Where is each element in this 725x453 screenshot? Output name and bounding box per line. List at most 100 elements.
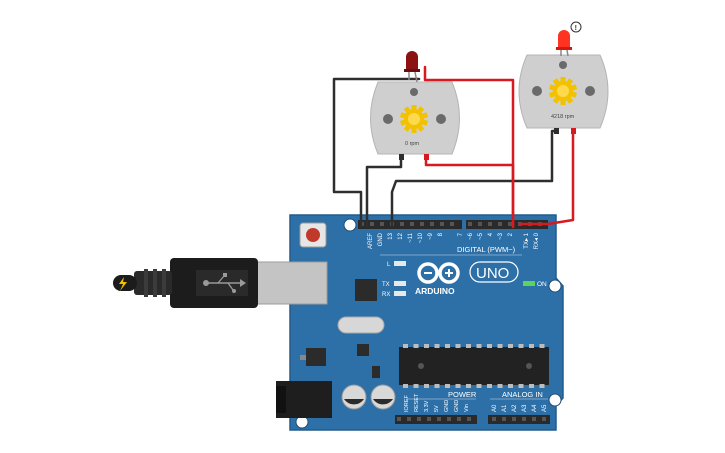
pin-label: 3.3V (424, 400, 430, 412)
wire-red[interactable] (518, 129, 575, 226)
pin-hole[interactable] (457, 417, 461, 421)
mcu-pin (413, 384, 419, 388)
usb-port (252, 261, 328, 305)
small-ic (357, 344, 369, 356)
warning-icon[interactable] (570, 21, 582, 33)
mcu-pins (403, 344, 545, 388)
led-l (394, 261, 406, 266)
mcu-pin (539, 344, 545, 348)
mcu-pin (476, 344, 482, 348)
motor-mount (383, 114, 393, 124)
pin-label: A1 (502, 404, 508, 412)
mcu-pin (434, 344, 440, 348)
mcu-pin (466, 384, 471, 388)
motor-lead-black (554, 128, 559, 134)
wire-red[interactable] (423, 65, 515, 228)
pin-hole[interactable] (450, 222, 454, 226)
motor-mount (585, 86, 595, 96)
pin-hole[interactable] (488, 222, 492, 226)
motor-lead-red (424, 154, 429, 160)
gear-tooth (411, 127, 417, 133)
digital-header-right (466, 220, 548, 229)
uno-badge (469, 261, 519, 283)
pin-label: GND (454, 400, 460, 412)
mcu-pin (455, 384, 461, 388)
pin-label: ~9 (428, 232, 434, 240)
led-dome (406, 51, 418, 70)
pin-hole[interactable] (492, 417, 496, 421)
led-right[interactable]: ! (556, 21, 582, 57)
pin-hole[interactable] (430, 222, 434, 226)
dc-motor-right[interactable]: 4218 rpm (518, 54, 609, 134)
pin-hole[interactable] (380, 222, 384, 226)
pin-hole[interactable] (468, 222, 472, 226)
led-tx (394, 281, 406, 286)
usb-symbol-icon (203, 273, 246, 293)
pin-label: A4 (532, 404, 538, 412)
mcu-pin (518, 384, 524, 388)
pin-hole[interactable] (410, 222, 414, 226)
pin-hole[interactable] (478, 222, 482, 226)
pin-hole[interactable] (447, 417, 451, 421)
led-dome (558, 30, 570, 48)
pin-label: A0 (492, 404, 498, 412)
gear-tooth (411, 105, 417, 111)
gear-tooth (560, 99, 566, 105)
motor-rpm-label: 0 rpm (405, 141, 419, 147)
led-rx-label: RX (382, 292, 390, 298)
mcu-pin (529, 344, 534, 348)
pin-label: 2 (508, 232, 514, 236)
pin-label: RX◂ 0 (534, 232, 540, 249)
motor-rpm-label: 4218 rpm (551, 114, 575, 120)
pin-hole[interactable] (417, 417, 421, 421)
wire-black[interactable] (390, 129, 558, 229)
mcu-pin (424, 344, 429, 348)
digital-pwm-label: DIGITAL (PWM~) (457, 245, 516, 254)
usb-cable[interactable] (113, 258, 328, 308)
crystal-oscillator (337, 316, 385, 334)
pin-hole[interactable] (498, 222, 502, 226)
strain-rib (162, 269, 166, 297)
pin-hole[interactable] (542, 417, 546, 421)
warning-mark: ! (575, 25, 577, 32)
mcu-pin (487, 344, 492, 348)
pin-hole[interactable] (512, 417, 516, 421)
regulator-tab (300, 355, 306, 360)
pin-hole[interactable] (400, 222, 404, 226)
pin-label: A5 (542, 404, 548, 412)
wire-black[interactable] (332, 77, 421, 229)
pin-hole[interactable] (508, 222, 512, 226)
led-leg (414, 71, 418, 83)
power-header (395, 415, 477, 424)
mcu-pin (466, 344, 471, 348)
pin-hole[interactable] (502, 417, 506, 421)
wire-black[interactable] (365, 157, 403, 229)
pin-hole[interactable] (440, 222, 444, 226)
dc-motor-left[interactable]: 0 rpm (370, 81, 460, 160)
pin-hole[interactable] (522, 417, 526, 421)
led-left[interactable] (404, 51, 420, 83)
reset-button[interactable] (306, 228, 320, 242)
pin-hole[interactable] (370, 222, 374, 226)
transistor (372, 366, 380, 378)
gear-icon (548, 77, 578, 105)
pin-hole[interactable] (532, 417, 536, 421)
motor-terminal (410, 88, 418, 96)
pin-label: ~11 (408, 232, 414, 242)
pin-hole[interactable] (467, 417, 471, 421)
mcu-pin (424, 384, 429, 388)
power-led (523, 281, 535, 286)
pin-hole[interactable] (427, 417, 431, 421)
wiring (332, 65, 575, 229)
pin-hole[interactable] (437, 417, 441, 421)
pin-hole[interactable] (397, 417, 401, 421)
pin-hole[interactable] (420, 222, 424, 226)
pin-hole[interactable] (407, 417, 411, 421)
dc-power-jack[interactable] (276, 381, 332, 418)
pin-label: A3 (522, 404, 528, 412)
pin-label: A2 (512, 404, 518, 412)
analog-header (488, 415, 550, 424)
